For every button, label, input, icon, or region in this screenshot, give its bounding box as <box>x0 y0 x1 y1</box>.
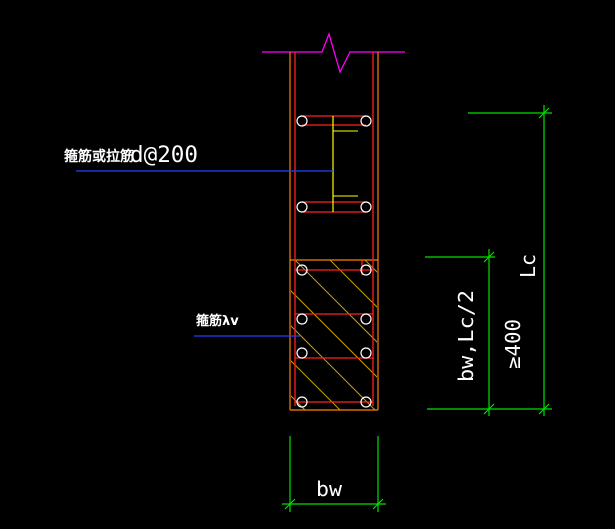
dimension-min-400-text: ≥400 <box>501 319 525 369</box>
dimension-bw <box>282 436 386 512</box>
dimension-lc-text: Lc <box>516 254 540 278</box>
boundary-hatch <box>291 260 377 410</box>
dimension-boundary <box>425 249 495 416</box>
dimension-bw-text: bw <box>316 477 343 501</box>
vertical-rebars <box>294 52 374 406</box>
rebar-circles <box>296 115 372 408</box>
horizontal-stirrups <box>295 115 373 403</box>
stirrup-or-tie-label: 箍筋或拉筋 <box>64 148 134 165</box>
stirrup-spacing-label: d@200 <box>130 143 198 168</box>
dimension-bw-lc-half-text: bw,Lc/2 <box>454 290 478 382</box>
break-line <box>262 31 405 74</box>
wall-outline <box>289 52 379 411</box>
stirrup-leader <box>76 116 358 212</box>
stirrup-av-label: 箍筋λv <box>196 313 239 329</box>
